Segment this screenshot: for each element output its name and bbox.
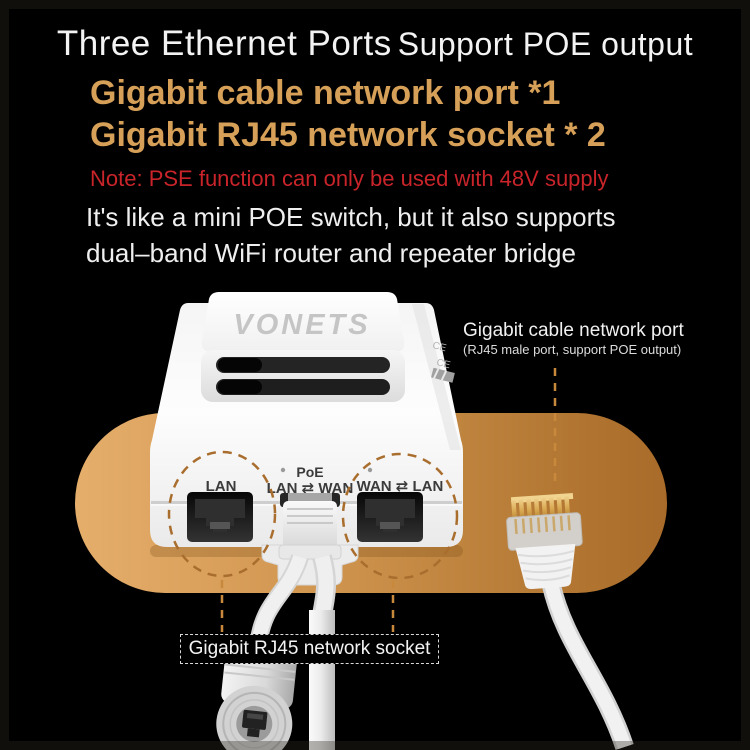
cable-port-callout-title: Gigabit cable network port bbox=[463, 320, 684, 341]
port-label-lan: LAN bbox=[206, 478, 237, 495]
port-label-lan-wan: LAN ⇄ WAN bbox=[267, 480, 354, 497]
cable-port-callout: Gigabit cable network port (RJ45 male po… bbox=[463, 320, 703, 358]
headline-line1: Gigabit cable network port *1 bbox=[90, 74, 561, 112]
poe-plug-connector bbox=[278, 493, 342, 560]
ce-mark-icon: CE bbox=[435, 357, 451, 371]
rj45-male-connector bbox=[506, 492, 634, 750]
vent-slot-dark bbox=[218, 358, 262, 372]
annotation-circle-lan bbox=[167, 450, 277, 578]
description-line2: dual–band WiFi router and repeater bridg… bbox=[86, 238, 576, 268]
lan-port bbox=[187, 492, 253, 542]
connector-cable-core bbox=[544, 582, 632, 750]
connector-pin-channels bbox=[514, 515, 571, 535]
device-cap-top bbox=[201, 292, 405, 352]
label-stripe-icon bbox=[431, 367, 455, 383]
flat-cable bbox=[309, 554, 337, 750]
led-dot bbox=[280, 467, 286, 473]
port-label-wan-lan: WAN ⇄ LAN bbox=[357, 478, 444, 495]
connector-boot-ridges bbox=[517, 550, 575, 582]
led-dot bbox=[367, 467, 373, 473]
title-sub: Support POE output bbox=[397, 26, 694, 62]
annotation-circle-wan bbox=[341, 452, 459, 580]
vent-slot-dark bbox=[218, 380, 262, 394]
title-main: Three Ethernet Ports bbox=[56, 24, 392, 63]
port-label-poe: PoE bbox=[296, 464, 323, 480]
brand-logo: VONETS bbox=[233, 309, 370, 341]
note-text: Note: PSE function can only be used with… bbox=[90, 166, 609, 191]
socket-keyhole-icon bbox=[242, 709, 268, 738]
description-line1: It's like a mini POE switch, but it also… bbox=[86, 202, 616, 232]
ce-mark-icon: CE bbox=[431, 340, 447, 354]
description-text: It's like a mini POE switch, but it also… bbox=[86, 199, 616, 271]
headline-line2: Gigabit RJ45 network socket * 2 bbox=[90, 116, 606, 154]
wan-port bbox=[357, 492, 423, 542]
cable-port-callout-sub: (RJ45 male port, support POE output) bbox=[463, 342, 682, 357]
socket-callout-box: Gigabit RJ45 network socket bbox=[180, 634, 439, 664]
